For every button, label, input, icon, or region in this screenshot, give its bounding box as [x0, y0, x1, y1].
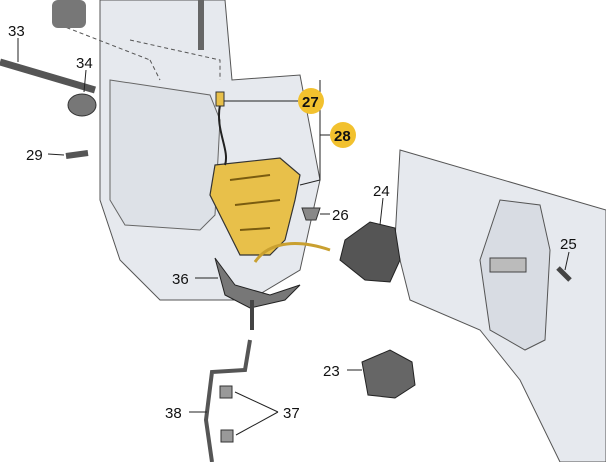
label-29: 29: [26, 147, 43, 164]
clip-37a: [219, 385, 233, 399]
lock-detail: [229, 174, 281, 231]
cable-end-27: [215, 91, 225, 107]
label-33: 33: [8, 23, 25, 40]
handle-top: [52, 0, 86, 28]
leader-lines: [17, 38, 570, 436]
label-23: 23: [323, 363, 340, 380]
cover-23: [361, 349, 416, 399]
label-38: 38: [165, 405, 182, 422]
door-pillar: [479, 199, 551, 351]
cable-27: [218, 104, 227, 166]
label-34: 34: [76, 55, 93, 72]
label-36: 36: [172, 271, 189, 288]
label-24: 24: [373, 183, 390, 200]
clip-26: [301, 207, 321, 221]
highlight-28: [330, 122, 356, 148]
striker: [489, 257, 527, 273]
label-25: 25: [560, 236, 577, 253]
latch-24: [339, 221, 401, 283]
part-34-grommet: [67, 93, 97, 117]
panel-dashed-lines: [59, 24, 221, 81]
screw-25: [556, 266, 572, 282]
cable-38: [203, 339, 252, 462]
panel-recess: [109, 79, 221, 231]
rod-top: [198, 0, 204, 50]
highlight-27: [298, 88, 324, 114]
screw-29: [65, 150, 89, 159]
clip-37b: [220, 429, 234, 443]
label-28: 28: [334, 128, 351, 145]
bowden-cable: [253, 242, 331, 263]
door-lock-28: [209, 157, 301, 256]
label-27: 27: [302, 94, 319, 111]
label-37: 37: [283, 405, 300, 422]
label-26: 26: [332, 207, 349, 224]
handle-bracket-36: [214, 257, 301, 309]
rod-33: [0, 58, 96, 94]
